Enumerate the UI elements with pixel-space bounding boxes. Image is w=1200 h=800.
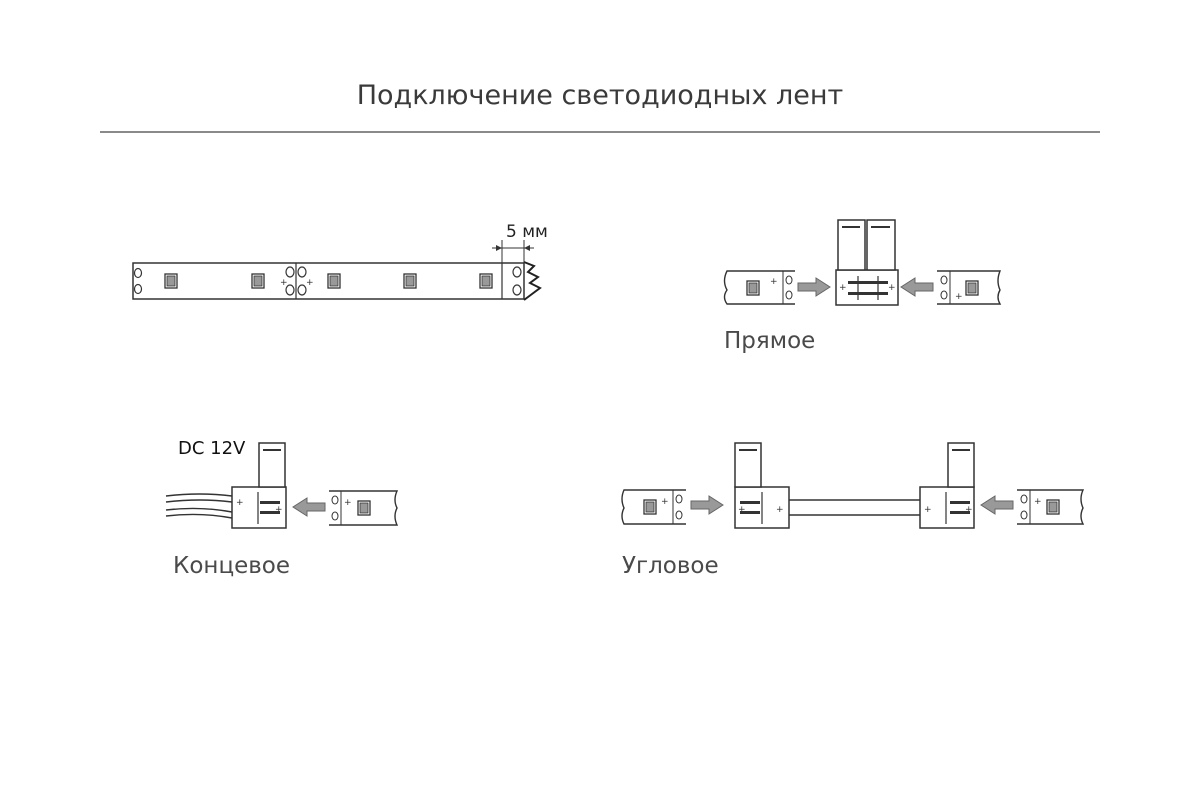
insert-arrow-icon bbox=[797, 277, 831, 297]
insert-arrow-icon bbox=[980, 495, 1014, 515]
svg-text:+: + bbox=[344, 498, 352, 508]
connector-latch bbox=[837, 219, 866, 271]
corner-connection-diagram: + + + + + + bbox=[621, 442, 1085, 529]
led-chip bbox=[327, 273, 341, 289]
end-connection-diagram: + + + bbox=[165, 442, 399, 529]
svg-text:+: + bbox=[888, 283, 896, 293]
solder-pad bbox=[297, 266, 307, 278]
power-wire bbox=[165, 493, 233, 497]
svg-text:+: + bbox=[280, 278, 288, 288]
strip-segment bbox=[723, 270, 795, 305]
strip-cut-diagram: + + bbox=[132, 240, 542, 301]
solder-pad bbox=[285, 284, 295, 296]
title-divider bbox=[100, 131, 1100, 133]
cut-mark-icon bbox=[523, 261, 542, 301]
solder-pad bbox=[512, 284, 522, 296]
insert-arrow-icon bbox=[690, 495, 724, 515]
svg-text:+: + bbox=[738, 505, 746, 515]
led-chip bbox=[251, 273, 265, 289]
led-chip bbox=[164, 273, 178, 289]
insert-arrow-icon bbox=[900, 277, 934, 297]
caption-corner: Угловое bbox=[622, 553, 719, 579]
solder-pad bbox=[285, 266, 295, 278]
insert-arrow-icon bbox=[292, 497, 326, 517]
caption-end: Концевое bbox=[173, 553, 291, 579]
svg-text:+: + bbox=[965, 505, 973, 515]
connector-latch bbox=[866, 219, 896, 271]
caption-straight: Прямое bbox=[724, 328, 816, 354]
straight-connection-diagram: + + + + bbox=[723, 219, 1002, 306]
svg-text:+: + bbox=[839, 283, 847, 293]
straight-connector bbox=[835, 269, 899, 306]
solder-pad bbox=[133, 283, 143, 295]
corner-connector bbox=[919, 486, 975, 529]
svg-text:+: + bbox=[275, 505, 283, 515]
svg-text:+: + bbox=[1034, 497, 1042, 507]
cut-dimension-label: 5 мм bbox=[506, 222, 548, 242]
svg-text:+: + bbox=[306, 278, 314, 288]
led-chip bbox=[403, 273, 417, 289]
power-label: DC 12V bbox=[178, 438, 246, 459]
solder-pad bbox=[133, 267, 143, 279]
svg-text:+: + bbox=[770, 277, 778, 287]
solder-pad bbox=[512, 266, 522, 278]
svg-text:+: + bbox=[776, 505, 784, 515]
page-title: Подключение светодиодных лент bbox=[356, 80, 844, 111]
svg-text:+: + bbox=[236, 498, 244, 508]
led-chip bbox=[479, 273, 493, 289]
svg-text:+: + bbox=[955, 292, 963, 302]
svg-text:+: + bbox=[661, 497, 669, 507]
solder-pad bbox=[297, 284, 307, 296]
svg-text:+: + bbox=[924, 505, 932, 515]
